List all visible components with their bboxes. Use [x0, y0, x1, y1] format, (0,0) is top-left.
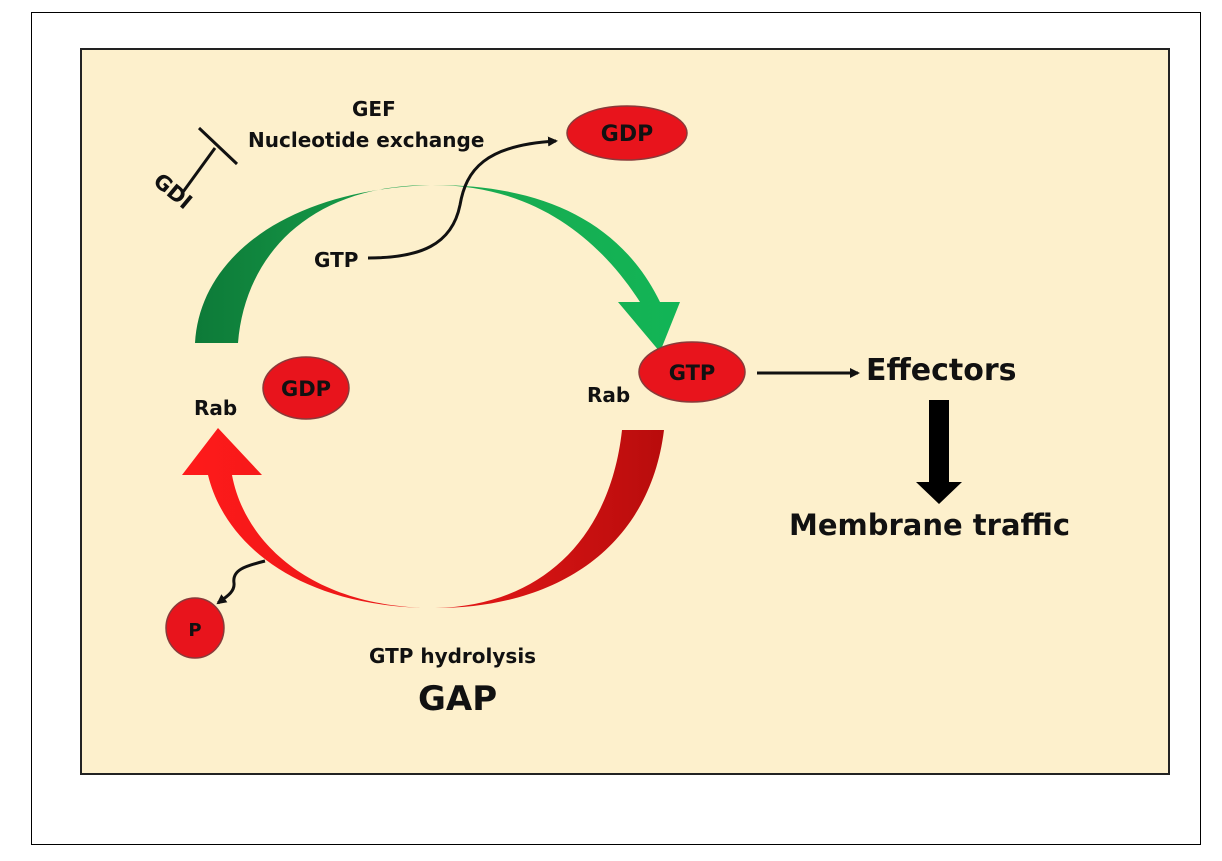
rab-right-label: Rab: [587, 383, 631, 407]
svg-text:P: P: [188, 620, 201, 641]
membrane-traffic-label: Membrane traffic: [789, 508, 1071, 542]
gef-exchange-arrow: [195, 184, 680, 352]
gap-label: GAP: [418, 679, 498, 719]
gdp-released-molecule: GDP: [566, 105, 688, 161]
nucleotide-exchange-arrow: [367, 136, 558, 260]
gtp-bound-molecule: GTP: [638, 341, 746, 403]
gdi-label: GDI: [149, 168, 197, 214]
gdi-inhibition-mark: [181, 126, 239, 193]
phosphate-release-arrow: [216, 559, 266, 605]
effectors-label: Effectors: [866, 353, 1017, 388]
gdp-bound-molecule: GDP: [262, 356, 350, 420]
gap-hydrolysis-arrow: [182, 428, 664, 608]
gtp-in-label: GTP: [314, 248, 359, 272]
svg-text:GDP: GDP: [281, 377, 331, 401]
phosphate-molecule: P: [165, 597, 225, 659]
gef-label: GEF: [352, 97, 396, 121]
gtp-hydrolysis-label: GTP hydrolysis: [369, 644, 537, 668]
svg-text:GTP: GTP: [669, 361, 716, 385]
svg-text:GDP: GDP: [601, 122, 653, 147]
rab-left-label: Rab: [194, 396, 238, 420]
nucleotide-exchange-label: Nucleotide exchange: [248, 128, 485, 152]
membrane-traffic-arrow: [916, 400, 962, 504]
diagram-panel: [80, 48, 1170, 775]
